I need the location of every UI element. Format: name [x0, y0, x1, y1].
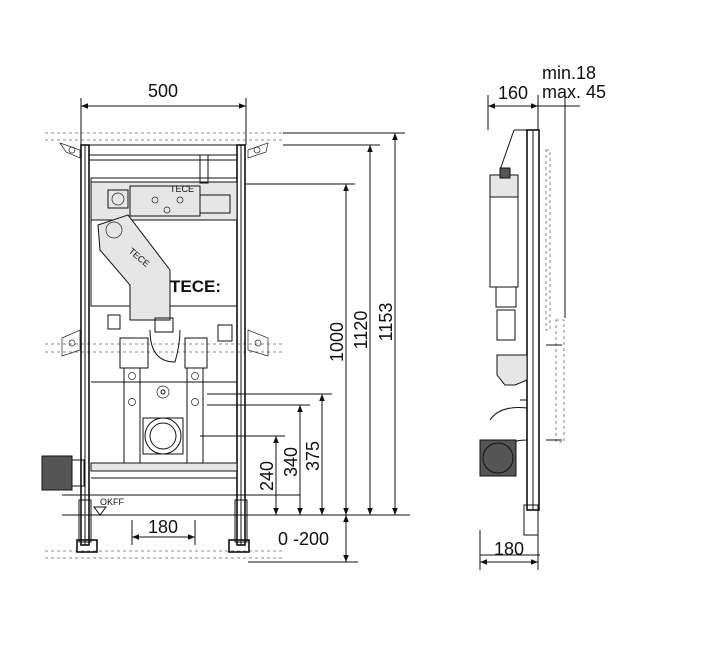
- adjust-label: 0 -200: [278, 529, 329, 549]
- height-1000-label: 1000: [327, 322, 347, 362]
- top-hatch: [45, 132, 405, 141]
- flush-pipe: TECE: TECE: [97, 214, 221, 321]
- side-view: 160 min.18 max. 45: [479, 63, 606, 570]
- side-cistern: [489, 167, 519, 341]
- height-1000: 1000: [245, 183, 355, 515]
- side-pipes: [479, 354, 528, 477]
- tank-label: TECE: [170, 184, 194, 194]
- side-front-panel: [545, 149, 565, 443]
- depth-dimension: 160: [487, 83, 539, 130]
- height-375-label: 375: [303, 441, 323, 471]
- side-bottom-dimension: 180: [479, 530, 539, 570]
- width-dimension: 500: [80, 81, 247, 145]
- side-frame: [480, 129, 540, 556]
- wall-bracket-top-right: [247, 142, 269, 159]
- wall-bracket-mid-left: [61, 329, 81, 357]
- front-view: 500: [41, 81, 410, 563]
- height-1120: 1120: [283, 144, 380, 515]
- height-375: 375: [207, 393, 332, 515]
- drain-connection: [107, 314, 233, 369]
- min-label: min.18: [542, 63, 596, 83]
- height-1120-label: 1120: [351, 311, 371, 350]
- bottom-rail: [41, 455, 238, 491]
- height-340-label: 340: [281, 447, 301, 477]
- floor-level: OKFF: [62, 494, 410, 516]
- wall-bracket-mid-right: [247, 329, 269, 357]
- brand-logo: TECE:: [170, 277, 221, 296]
- width-label: 500: [148, 81, 178, 101]
- height-240-label: 240: [257, 461, 277, 491]
- side-bottom-label: 180: [494, 539, 524, 559]
- mounting-rails: [91, 367, 237, 469]
- max-label: max. 45: [542, 82, 606, 102]
- panel-dimension: min.18 max. 45: [538, 63, 606, 318]
- adjust-range: 0 -200: [248, 515, 358, 563]
- wall-bracket-top-left: [59, 142, 81, 159]
- depth-label: 160: [498, 83, 528, 103]
- height-1153: 1153: [376, 133, 398, 515]
- height-240: 240: [200, 435, 285, 515]
- height-340: 340: [207, 404, 310, 515]
- floor-hatch: [45, 550, 285, 559]
- okff-label: OKFF: [100, 497, 125, 507]
- pipe-spacing-dimension: 180: [131, 517, 196, 545]
- frame: [76, 144, 250, 553]
- height-1153-label: 1153: [376, 303, 396, 342]
- waste-outlet: [142, 417, 184, 455]
- pipe-spacing-label: 180: [148, 517, 178, 537]
